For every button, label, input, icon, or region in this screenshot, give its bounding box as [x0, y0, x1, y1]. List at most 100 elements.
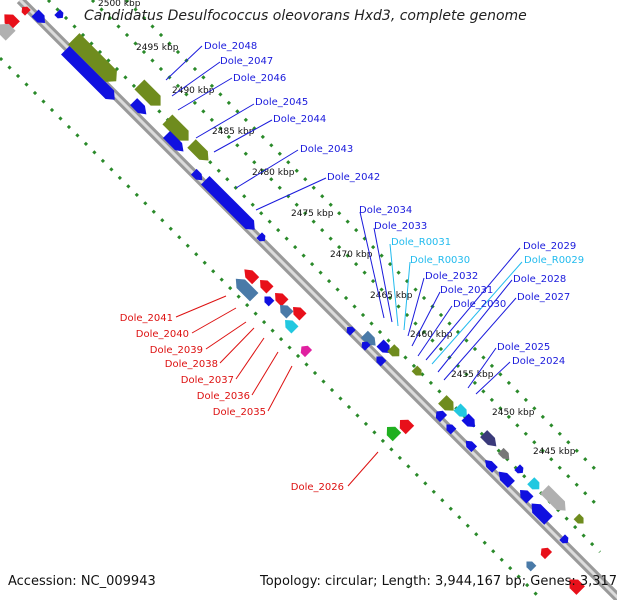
forward-gene-13[interactable] [411, 365, 425, 379]
gene-label[interactable]: Dole_2048 [204, 41, 257, 52]
forward-gene-9[interactable] [256, 232, 267, 243]
forward-gene-8[interactable] [201, 176, 259, 234]
forward-gene-0[interactable] [68, 33, 122, 87]
gene-label[interactable]: Dole_2047 [220, 56, 273, 67]
forward-gene-20[interactable] [527, 477, 543, 493]
reverse-gene-18[interactable] [495, 468, 515, 488]
reverse-gene-10[interactable] [359, 339, 371, 351]
scale-label: 2480 kbp [252, 168, 295, 178]
scale-label: 2445 kbp [533, 447, 576, 457]
reverse-gene-6[interactable] [290, 304, 307, 321]
reverse-gene-25[interactable] [19, 4, 31, 16]
forward-gene-19[interactable] [514, 464, 525, 475]
forward-gene-4[interactable] [162, 114, 193, 145]
scale-label: 2500 kbp [98, 0, 141, 9]
gene-label[interactable]: Dole_2043 [300, 144, 353, 155]
scale-label: 2475 kbp [291, 209, 334, 219]
forward-gene-21[interactable] [540, 485, 570, 515]
scale-labels: 2500 kbp 2495 kbp 2490 kbp 2485 kbp 2480… [98, 0, 576, 457]
gene-label[interactable]: Dole_2031 [440, 285, 493, 296]
forward-gene-22[interactable] [573, 513, 587, 527]
gene-label[interactable]: Dole_2035 [213, 407, 266, 418]
gene-label[interactable]: Dole_2044 [273, 114, 326, 125]
leader-lines-left [175, 295, 379, 487]
gene-label[interactable]: Dole_2028 [513, 274, 566, 285]
reverse-gene-14[interactable] [433, 408, 448, 423]
reverse-gene-11[interactable] [374, 354, 387, 367]
forward-gene-11[interactable] [376, 339, 394, 357]
scale-label: 2470 kbp [330, 250, 373, 260]
scale-label: 2490 kbp [172, 86, 215, 96]
gene-label[interactable]: Dole_2025 [497, 342, 550, 353]
forward-gene-1[interactable] [61, 46, 119, 104]
forward-gene-17[interactable] [480, 430, 500, 450]
reverse-gene-20[interactable] [527, 499, 553, 525]
gene-label[interactable]: Dole_2039 [150, 345, 203, 356]
reverse-gene-23[interactable] [565, 575, 585, 595]
gene-label[interactable]: Dole_2041 [120, 313, 173, 324]
reverse-gene-3[interactable] [262, 294, 275, 307]
gene-label[interactable]: Dole_2036 [197, 391, 250, 402]
gene-label[interactable]: Dole_2034 [359, 205, 412, 216]
gene-label[interactable]: Dole_2026 [291, 482, 344, 493]
gene-label[interactable]: Dole_2038 [165, 359, 218, 370]
reverse-gene-2[interactable] [257, 277, 274, 294]
forward-gene-10[interactable] [360, 330, 379, 349]
reverse-gene-8[interactable] [298, 343, 313, 358]
forward-strand-features [31, 9, 587, 545]
gene-label[interactable]: Dole_R0031 [391, 237, 451, 248]
forward-gene-14[interactable] [438, 395, 458, 415]
gene-label[interactable]: Dole_2032 [425, 271, 478, 282]
reverse-gene-9[interactable] [344, 324, 356, 336]
scale-label: 2455 kbp [451, 370, 494, 380]
inner-left-dotted-ring [46, 0, 602, 554]
reverse-gene-26[interactable] [0, 19, 16, 41]
forward-gene-24[interactable] [31, 9, 49, 27]
reverse-gene-5[interactable] [277, 302, 294, 319]
gene-label[interactable]: Dole_2024 [512, 356, 565, 367]
reverse-gene-12[interactable] [383, 423, 402, 442]
scale-label: 2495 kbp [136, 43, 179, 53]
forward-gene-6[interactable] [187, 139, 212, 164]
leader-lines-right [165, 45, 523, 395]
forward-gene-2[interactable] [130, 98, 150, 118]
gene-label[interactable]: Dole_R0029 [524, 255, 584, 266]
reverse-gene-1[interactable] [232, 275, 259, 302]
gene-label[interactable]: Dole_R0030 [410, 255, 470, 266]
reverse-gene-21[interactable] [538, 545, 553, 560]
scale-label: 2450 kbp [492, 408, 535, 418]
forward-gene-12[interactable] [387, 344, 403, 360]
reverse-gene-22[interactable] [524, 559, 537, 572]
gene-label[interactable]: Dole_2046 [233, 73, 286, 84]
reverse-gene-13[interactable] [396, 416, 415, 435]
backbone-highlight [18, 0, 617, 600]
reverse-gene-0[interactable] [241, 266, 260, 285]
forward-gene-15[interactable] [453, 403, 471, 421]
gene-labels-left: Dole_2041 Dole_2040 Dole_2039 Dole_2038 … [120, 313, 344, 493]
gene-labels-right: Dole_2048 Dole_2047 Dole_2046 Dole_2045 … [204, 41, 584, 367]
forward-gene-23[interactable] [559, 534, 570, 545]
reverse-gene-7[interactable] [282, 317, 299, 334]
gene-label[interactable]: Dole_2029 [523, 241, 576, 252]
forward-gene-5[interactable] [162, 130, 187, 155]
gene-label[interactable]: Dole_2027 [517, 292, 570, 303]
forward-gene-25[interactable] [54, 9, 65, 20]
gene-label[interactable]: Dole_2040 [136, 329, 189, 340]
gene-label[interactable]: Dole_2045 [255, 97, 308, 108]
gene-label[interactable]: Dole_2030 [453, 299, 506, 310]
reverse-gene-4[interactable] [272, 290, 289, 307]
forward-gene-3[interactable] [134, 79, 165, 110]
gene-label[interactable]: Dole_2037 [181, 375, 234, 386]
reverse-strand-features [0, 4, 585, 595]
reverse-gene-15[interactable] [444, 422, 457, 435]
outer-left-dotted-ring [0, 56, 544, 600]
far-right-dotted-ring [124, 0, 602, 476]
reverse-gene-17[interactable] [482, 457, 498, 473]
reverse-gene-19[interactable] [517, 487, 534, 504]
gene-label[interactable]: Dole_2033 [374, 221, 427, 232]
accession-text: Accession: NC_009943 [8, 574, 156, 589]
gene-label[interactable]: Dole_2042 [327, 172, 380, 183]
forward-gene-16[interactable] [461, 413, 479, 431]
genome-title: Candidatus Desulfococcus oleovorans Hxd3… [84, 8, 527, 24]
